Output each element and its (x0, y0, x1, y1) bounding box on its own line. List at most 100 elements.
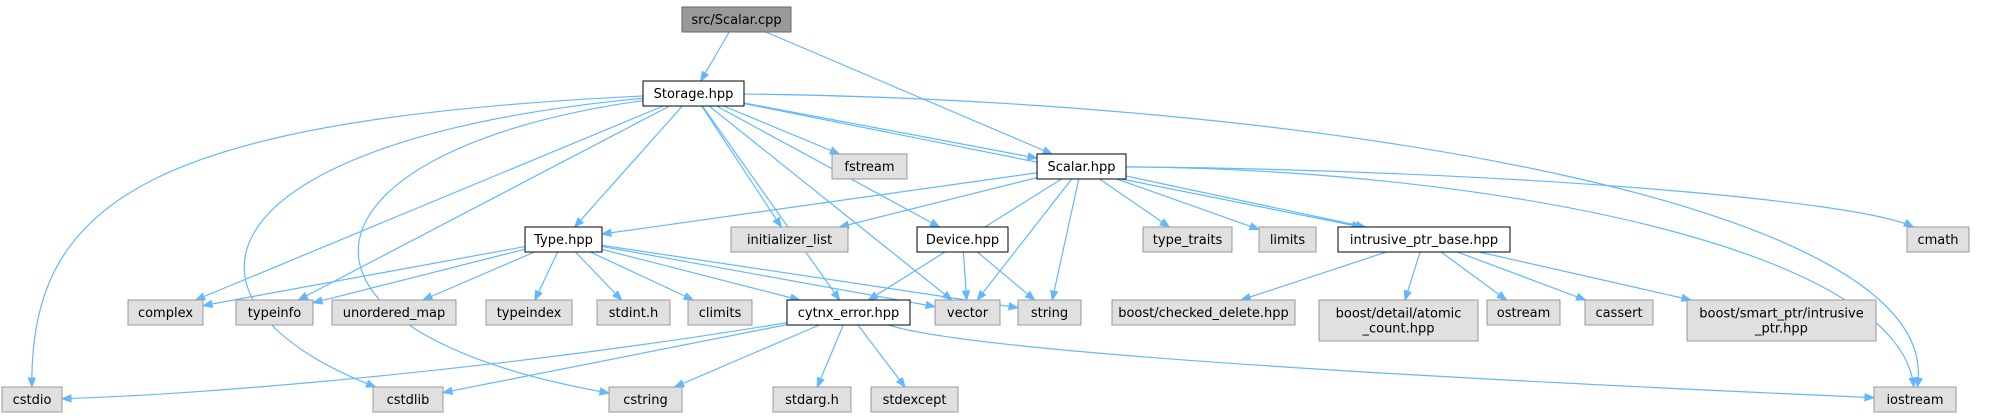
node-label: iostream (1886, 393, 1943, 408)
edge-line (1125, 166, 1914, 228)
edge-arrowhead (1902, 218, 1915, 228)
edge-line (31, 95, 644, 388)
node-box (596, 299, 671, 326)
edge-arrowhead (1041, 146, 1054, 155)
edge-line (1051, 178, 1080, 301)
edge-type_hpp-to-complex (201, 245, 526, 309)
edge-line (1116, 178, 1260, 230)
edge-line (195, 105, 664, 301)
edge-arrowhead (1403, 289, 1412, 302)
edge-line (1125, 175, 1366, 228)
node-box (235, 299, 314, 326)
edge-arrowhead (1908, 377, 1918, 389)
node-box (1017, 299, 1082, 326)
edge-arrowhead (201, 299, 214, 309)
node-box (1584, 299, 1654, 326)
node-label: unordered_map (343, 306, 446, 321)
node-stdarg-h: stdarg.h (772, 386, 852, 413)
edge-line (977, 251, 1035, 301)
edge-arrowhead (673, 379, 686, 388)
edge-storage_hpp-to-typeinfo (297, 105, 670, 301)
edge-line (888, 324, 1875, 399)
node-box (1873, 386, 1957, 413)
node-ostream: ostream (1486, 299, 1561, 326)
edge-arrowhead (1914, 376, 1924, 389)
edge-type_hpp-to-vector (601, 245, 937, 310)
edge-line (857, 324, 906, 388)
edge-line (716, 105, 940, 228)
node-fstream: fstream (831, 153, 908, 180)
nodes-layer: src/Scalar.cppStorage.hppScalar.hppType.… (1, 6, 1970, 413)
node-vector: vector (934, 299, 1001, 326)
edge-line (357, 99, 644, 394)
edge-line (601, 244, 1019, 309)
node-boost-intrusive-ptr: boost/smart_ptr/intrusive_ptr.hpp (1686, 299, 1877, 342)
node-box (1486, 299, 1561, 326)
edge-line (1125, 166, 1915, 388)
node-intrusive-ptr-base-hpp[interactable]: intrusive_ptr_base.hpp (1337, 226, 1511, 253)
node-scalar-hpp[interactable]: Scalar.hpp (1036, 153, 1127, 180)
node-box (485, 299, 573, 326)
edge-arrowhead (60, 394, 72, 403)
edge-scalar_hpp-to-initializer_list (838, 177, 1038, 229)
node-device-hpp[interactable]: Device.hpp (916, 226, 1009, 253)
node-box (127, 299, 204, 326)
edge-line (1457, 251, 1586, 301)
node-box (730, 226, 849, 253)
node-box (934, 299, 1001, 326)
node-scalar-cpp[interactable]: src/Scalar.cpp (681, 6, 792, 33)
node-climits: climits (687, 299, 753, 326)
edge-cytnx_error_hpp-to-stdexcept (857, 324, 906, 389)
edge-type_hpp-to-unordered_map (421, 251, 535, 301)
node-iostream: iostream (1873, 386, 1957, 413)
node-typeindex: typeindex (485, 299, 573, 326)
edge-type_hpp-to-string (601, 244, 1020, 311)
edge-cytnx_error_hpp-to-iostream (888, 324, 1876, 402)
node-typeinfo: typeinfo (235, 299, 314, 326)
node-box (831, 153, 908, 180)
node-box (1337, 226, 1511, 253)
node-cmath: cmath (1906, 226, 1970, 253)
edge-storage_hpp-to-cstdlib (243, 97, 644, 388)
node-string: string (1017, 299, 1082, 326)
node-label: cmath (1917, 233, 1958, 248)
edge-cytnx_error_hpp-to-cstdlib (441, 324, 788, 395)
edge-intrusive_ptr_base_hpp-to-ostream (1440, 251, 1508, 301)
edge-line (298, 105, 670, 301)
edge-type_hpp-to-typeindex (534, 251, 559, 302)
edge-line (601, 248, 800, 301)
edge-arrowhead (611, 290, 623, 301)
edge-storage_hpp-to-cstdio (27, 95, 644, 389)
node-box (1906, 226, 1970, 253)
node-box (1142, 226, 1233, 253)
edge-line (202, 245, 526, 307)
edge-scalar_hpp-to-vector (976, 178, 1073, 302)
edge-type_hpp-to-cytnx_error_hpp (601, 248, 802, 302)
edge-line (575, 251, 622, 301)
node-label: stdint.h (609, 306, 658, 321)
node-label: cassert (1595, 306, 1642, 321)
node-box (642, 80, 745, 107)
edge-arrowhead (828, 146, 841, 155)
edge-arrowhead (1864, 393, 1876, 402)
edge-device_hpp-to-string (977, 251, 1036, 301)
node-box (870, 386, 959, 413)
node-limits: limits (1258, 226, 1317, 253)
edge-storage_hpp-to-type_hpp (573, 105, 683, 229)
node-type-hpp[interactable]: Type.hpp (524, 226, 603, 253)
edge-scalar_hpp-to-limits (1116, 178, 1261, 231)
node-box (608, 386, 683, 413)
edge-storage_hpp-to-device_hpp (716, 105, 941, 228)
edge-line (601, 245, 936, 308)
node-box (786, 299, 911, 326)
node-cytnx-error-hpp[interactable]: cytnx_error.hpp (786, 299, 911, 326)
node-label: stdarg.h (785, 393, 839, 408)
node-label: fstream (844, 160, 894, 175)
edge-arrowhead (1575, 292, 1587, 301)
node-storage-hpp[interactable]: Storage.hpp (642, 80, 745, 107)
edge-type_hpp-to-typeinfo (311, 248, 526, 305)
edge-line (976, 178, 1073, 301)
node-label: string (1031, 306, 1068, 321)
edge-scalar_cpp-to-storage_hpp (700, 31, 730, 83)
